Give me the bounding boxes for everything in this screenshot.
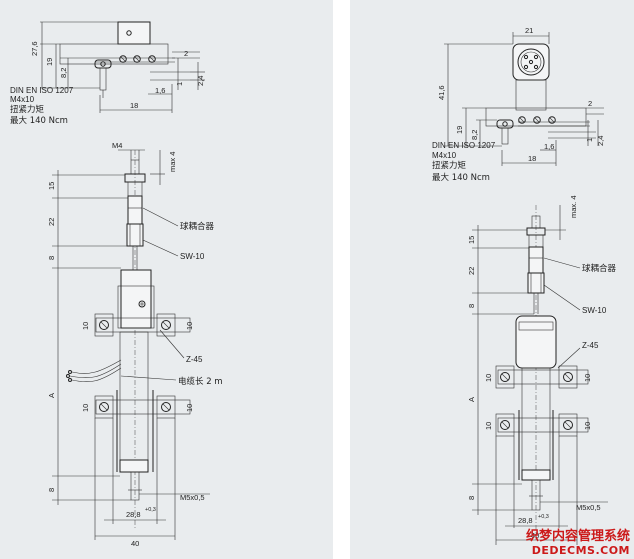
r-torque-label: 扭紧力矩	[432, 160, 467, 171]
r-dim-22: 22	[467, 267, 476, 275]
r-hole-dim-2: 10	[583, 374, 592, 382]
r-dim-41-6: 41,6	[437, 85, 446, 100]
r-dim-2: 2	[588, 99, 592, 108]
r-dim-21: 21	[525, 26, 533, 35]
r-dim-19: 19	[455, 126, 464, 134]
r-dim-8-2: 8,2	[470, 130, 479, 140]
r-standard-label: DIN EN ISO 1207	[432, 141, 496, 150]
hole-dim-4: 10	[185, 404, 194, 412]
ball-joint-label: 球耦合器	[180, 221, 215, 232]
dim-28-8: 28,8	[126, 510, 141, 519]
r-hole-dim-3: 10	[484, 422, 493, 430]
dim-tolerance: +0,3	[145, 507, 156, 513]
watermark-line1: 织梦内容管理系统	[525, 529, 630, 544]
dim-22: 22	[47, 218, 56, 226]
right-drawing-panel	[350, 0, 634, 559]
r-screw-label: M4x10	[432, 151, 457, 160]
r-torque-value: 最大 140 Ncm	[432, 172, 490, 183]
watermark-line2: DEDECMS.COM	[531, 544, 630, 557]
panel-divider	[333, 0, 350, 559]
dim-8-bottom: 8	[47, 488, 56, 492]
r-bracket-label: Z-45	[582, 341, 599, 350]
r-ball-joint-label: 球耦合器	[582, 263, 617, 274]
r-dim-tolerance: +0,3	[538, 514, 549, 520]
dim-27-6: 27,6	[30, 41, 39, 56]
dim-15: 15	[47, 182, 56, 190]
cable-length-label: 电缆长 2 m	[178, 376, 223, 387]
torque-value: 最大 140 Ncm	[10, 115, 68, 126]
r-rod-thread: M5x0,5	[576, 503, 601, 512]
dim-1: 1	[175, 82, 184, 86]
bracket-label: Z-45	[186, 355, 203, 364]
wrench-size-label: SW-10	[180, 252, 205, 261]
hole-dim-1: 10	[81, 322, 90, 330]
left-side-view: 10 10 10 10 15 22 8 A 8	[47, 141, 223, 548]
dim-19: 19	[45, 58, 54, 66]
torque-label: 扭紧力矩	[10, 104, 45, 115]
r-wrench-size-label: SW-10	[582, 306, 607, 315]
screw-label: M4x10	[10, 95, 35, 104]
r-dim-8-top: 8	[467, 304, 476, 308]
dim-8-2: 8,2	[59, 68, 68, 78]
r-dim-28-8: 28,8	[518, 516, 533, 525]
thread-m4: M4	[112, 141, 122, 150]
r-dim-1-6: 1,6	[544, 142, 554, 151]
r-dim-2-4: 2,4	[596, 136, 605, 146]
dim-2: 2	[184, 49, 188, 58]
dim-18: 18	[130, 101, 138, 110]
r-dim-A: A	[467, 397, 476, 402]
right-side-view: 10 10 10 10 15 22 8 A 8 max. 4 球耦合器	[467, 195, 617, 545]
max-stroke: max 4	[168, 152, 177, 172]
dim-40: 40	[131, 539, 139, 548]
hole-dim-2: 10	[185, 322, 194, 330]
r-dim-40: 40	[531, 531, 539, 540]
dim-1-6: 1,6	[155, 86, 165, 95]
standard-label: DIN EN ISO 1207	[10, 86, 74, 95]
r-hole-dim-4: 10	[583, 422, 592, 430]
r-hole-dim-1: 10	[484, 374, 493, 382]
left-drawing-panel	[0, 0, 333, 559]
dim-A: A	[47, 393, 56, 398]
left-top-view: 27,6 19 8,2 1,6 18 2 2,4 1 DIN EN ISO 12…	[10, 21, 205, 126]
dim-2-4: 2,4	[196, 76, 205, 86]
r-dim-18: 18	[528, 154, 536, 163]
r-dim-15: 15	[467, 236, 476, 244]
right-top-view: 21 41,6 19 8,2 1,6 18 2 2,4	[432, 26, 605, 183]
rod-thread: M5x0,5	[180, 493, 205, 502]
dim-8-top: 8	[47, 256, 56, 260]
hole-dim-3: 10	[81, 404, 90, 412]
r-dim-1: 1	[585, 138, 594, 142]
r-max-stroke: max. 4	[569, 195, 578, 218]
watermark: 织梦内容管理系统 DEDECMS.COM	[526, 525, 630, 557]
r-dim-8-bottom: 8	[467, 496, 476, 500]
